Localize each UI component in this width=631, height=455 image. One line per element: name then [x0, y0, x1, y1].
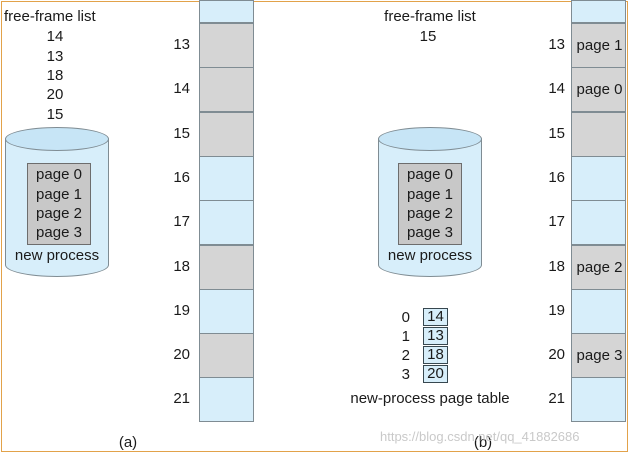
frame-number-16: 16	[173, 168, 190, 186]
memory-top-strip	[571, 0, 626, 23]
memory-frame-label: page 1	[576, 37, 623, 54]
frame-number-18: 18	[548, 257, 565, 275]
disk-page-2: page 2	[36, 205, 82, 222]
memory-frame-19	[199, 288, 254, 334]
memory-frame-16	[571, 155, 626, 201]
frame-number-21: 21	[173, 390, 190, 408]
frame-number-14: 14	[548, 80, 565, 98]
page-table-frame-1: 13	[423, 327, 448, 345]
memory-frame-16	[199, 155, 254, 201]
frame-number-13: 13	[548, 36, 565, 53]
frame-number-14: 14	[173, 80, 190, 98]
free-frame-a-3: 20	[46, 86, 64, 103]
page-table-caption: new-process page table	[350, 390, 510, 407]
memory-top-strip	[199, 0, 254, 23]
disk-page-2: page 2	[407, 205, 453, 222]
disk-new-process-a: page 0 page 1 page 2 page 3 new process	[5, 127, 109, 277]
frame-numbers-a: 13 14 15 16 17 18 19 20 21	[150, 0, 195, 430]
caption-b: (b)	[473, 434, 493, 451]
frame-number-20: 20	[548, 346, 565, 364]
disk-caption: new process	[14, 247, 100, 264]
disk-pages-box: page 0 page 1 page 2 page 3	[27, 163, 91, 245]
memory-frame-14: page 0	[571, 67, 626, 113]
free-frame-list-title-b: free-frame list	[384, 8, 476, 25]
frame-number-15: 15	[173, 124, 190, 142]
page-table-index-3: 3	[401, 366, 410, 383]
memory-frame-18	[199, 244, 254, 290]
free-frame-list-title-a: free-frame list	[4, 8, 96, 25]
memory-frame-13	[199, 23, 254, 68]
memory-frame-18: page 2	[571, 244, 626, 290]
memory-frame-17	[199, 200, 254, 246]
page-table-index-1: 1	[401, 328, 410, 345]
memory-frame-label: page 2	[576, 258, 623, 276]
frame-number-21: 21	[548, 390, 565, 408]
frame-number-16: 16	[548, 168, 565, 186]
watermark: https://blog.csdn.net/qq_41882686	[380, 429, 580, 444]
page-table-index-0: 0	[401, 309, 410, 326]
page-table-frame-0: 14	[423, 308, 448, 326]
caption-a: (a)	[118, 434, 138, 451]
frame-number-18: 18	[173, 257, 190, 275]
memory-frame-21	[571, 377, 626, 423]
memory-frame-14	[199, 67, 254, 113]
frame-number-17: 17	[548, 213, 565, 231]
free-frame-b-0: 15	[419, 28, 437, 45]
page-table-index-2: 2	[401, 347, 410, 364]
page-table-frame-3: 20	[423, 365, 448, 383]
free-frame-a-4: 15	[46, 106, 64, 123]
page-table-frame-2: 18	[423, 346, 448, 364]
frame-number-19: 19	[548, 301, 565, 319]
free-frame-a-2: 18	[46, 67, 64, 84]
disk-top	[378, 127, 482, 151]
disk-page-0: page 0	[36, 166, 82, 183]
free-frame-a-0: 14	[46, 28, 64, 45]
disk-page-3: page 3	[36, 224, 82, 241]
disk-page-1: page 1	[407, 186, 453, 203]
frame-numbers-b: 13 14 15 16 17 18 19 20 21	[525, 0, 570, 430]
memory-frame-20: page 3	[571, 333, 626, 379]
disk-pages-box: page 0 page 1 page 2 page 3	[398, 163, 462, 245]
frame-number-15: 15	[548, 124, 565, 142]
memory-frame-13: page 1	[571, 23, 626, 68]
memory-frame-19	[571, 288, 626, 334]
disk-page-1: page 1	[36, 186, 82, 203]
memory-frame-15	[571, 111, 626, 157]
frame-number-20: 20	[173, 346, 190, 364]
memory-frame-label: page 0	[576, 81, 623, 99]
disk-caption: new process	[387, 247, 473, 264]
disk-top	[5, 127, 109, 151]
memory-frame-label: page 3	[576, 347, 623, 365]
frame-number-17: 17	[173, 213, 190, 231]
memory-frame-21	[199, 377, 254, 423]
memory-frame-15	[199, 111, 254, 157]
frame-number-19: 19	[173, 301, 190, 319]
disk-page-3: page 3	[407, 224, 453, 241]
memory-frame-17	[571, 200, 626, 246]
free-frame-a-1: 13	[46, 48, 64, 65]
memory-frame-20	[199, 333, 254, 379]
frame-number-13: 13	[173, 36, 190, 53]
disk-new-process-b: page 0 page 1 page 2 page 3 new process	[378, 127, 482, 277]
disk-page-0: page 0	[407, 166, 453, 183]
